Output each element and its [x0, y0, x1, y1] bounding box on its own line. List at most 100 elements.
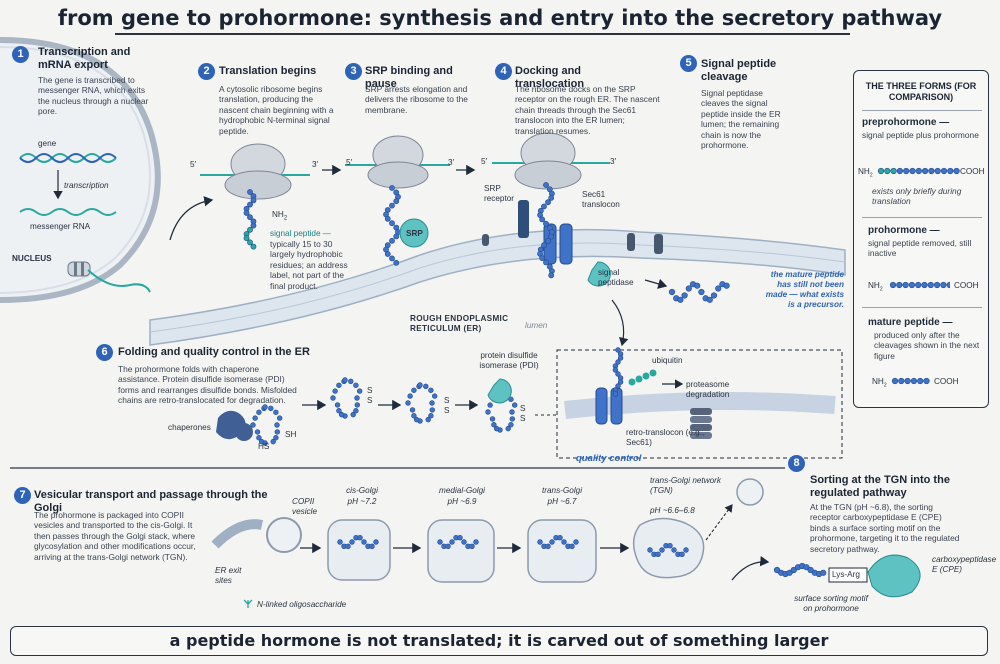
gene-label: gene	[38, 139, 57, 148]
step-1-text: The gene is transcribed to messenger RNA…	[38, 75, 149, 117]
step-3-text: SRP arrests elongation and delivers the …	[365, 84, 468, 115]
step-7-text: The prohormone is packaged into COPII ve…	[34, 510, 196, 562]
trans-golgi-ph: pH ~6.7	[547, 497, 577, 506]
mrna-label: messenger RNA	[30, 222, 91, 231]
form-mature-name: mature peptide —	[868, 317, 953, 328]
s-label-5: S	[520, 404, 526, 413]
nascent-chain-step2	[243, 189, 257, 250]
nuclear-pore	[67, 261, 91, 277]
step-6-number: 6	[96, 344, 113, 361]
ribosome-step3	[345, 135, 450, 189]
cpe-label: carboxypeptidase E (CPE)	[932, 555, 997, 574]
prohormone-beads	[889, 281, 950, 289]
trans-golgi-label: trans-Golgi	[541, 486, 583, 495]
chaperone-shape	[216, 410, 253, 441]
mrna-strand	[19, 208, 117, 216]
exported-mrna	[87, 269, 151, 293]
form-preprohormone-cterm: COOH	[960, 167, 985, 176]
form-preprohormone-desc: signal peptide plus prohormone	[862, 130, 979, 140]
sec61-label: Sec61 translocon	[582, 190, 620, 209]
title-underline	[115, 33, 850, 35]
s-label-6: S	[520, 414, 526, 423]
s-label-2: S	[367, 396, 373, 405]
srp-particle	[399, 218, 429, 248]
step-8-text: At the TGN (pH ~6.8), the sorting recept…	[810, 502, 960, 554]
step-8-number: 8	[788, 455, 805, 472]
step-5-text: Signal peptidase cleaves the signal pept…	[701, 88, 781, 151]
step-4-heading: Docking and translocation	[515, 65, 585, 90]
pdi-label: protein disulfide isomerase (PDI)	[479, 351, 539, 370]
step-2-text: A cytosolic ribosome begins translation,…	[219, 84, 334, 136]
cis-golgi-label: cis-Golgi	[346, 486, 378, 495]
form-mature-nterm: NH2	[872, 377, 887, 389]
form-preprohormone-name: preprohormone —	[862, 117, 950, 128]
prohormone-chain	[668, 281, 730, 303]
nucleus-envelope	[0, 37, 161, 303]
quality-control-label: quality control	[576, 453, 642, 464]
panel-title: THE THREE FORMS (FOR COMPARISON)	[865, 81, 977, 102]
step-5-number: 5	[680, 55, 697, 72]
lys-arg-label: Lys-Arg	[832, 570, 860, 579]
form-prohormone-name: prohormone —	[868, 225, 940, 236]
copii-vesicle-shape	[266, 517, 302, 553]
form-prohormone-desc: signal peptide removed, still inactive	[868, 238, 972, 259]
step-7-heading: Vesicular transport and passage through …	[34, 489, 268, 514]
step-4-number: 4	[495, 63, 512, 80]
step-7-number: 7	[14, 487, 31, 504]
lumen-label: lumen	[525, 321, 548, 330]
mature-beads	[891, 377, 930, 385]
oligo-legend-label: N-linked oligosaccharide	[257, 600, 347, 609]
nucleus-label: NUCLEUS	[12, 254, 52, 263]
preprohormone-beads	[877, 167, 960, 175]
step-2-heading: Translation begins	[219, 65, 317, 77]
step-6-heading: Folding and quality control in the ER	[118, 346, 310, 358]
step-5-heading: Signal peptide cleavage	[701, 58, 777, 83]
three-prime-4: 3′	[610, 157, 617, 166]
chaperones-label: chaperones	[168, 423, 211, 432]
misfolded-chain	[612, 347, 624, 397]
step-8-heading: Sorting at the TGN into the regulated pa…	[810, 474, 950, 499]
form-mature-cterm: COOH	[934, 377, 959, 386]
five-prime-3: 5′	[346, 158, 353, 167]
step-3-number: 3	[345, 63, 362, 80]
five-prime-2: 5′	[190, 160, 197, 169]
proteasome-shape	[690, 408, 712, 439]
er-exit-label: ER exit sites	[215, 566, 242, 585]
three-prime-3: 3′	[448, 158, 455, 167]
retro-translocon-shape	[595, 387, 623, 425]
tgn-ph: pH ~6.6–6.8	[650, 506, 695, 515]
mature-note: the mature peptide has still not been ma…	[765, 270, 844, 309]
s-label-4: S	[444, 406, 450, 415]
er-exit-membrane	[211, 519, 264, 549]
golgi-compartments	[327, 517, 705, 583]
quality-control-box	[556, 349, 843, 459]
step-1-number: 1	[12, 46, 29, 63]
cis-golgi-ph: pH ~7.2	[347, 497, 377, 506]
form-preprohormone-note: exists only briefly during translation	[872, 186, 962, 207]
form-prohormone-nterm: NH2	[868, 281, 883, 293]
step-6-text: The prohormone folds with chaperone assi…	[118, 364, 297, 406]
membrane-proteins	[482, 233, 663, 254]
medial-golgi-ph: pH ~6.9	[447, 497, 477, 506]
form-preprohormone-nterm: NH2	[858, 167, 873, 179]
s-label-3: S	[444, 396, 450, 405]
signal-peptide-desc: typically 15 to 30 largely hydrophobic r…	[270, 239, 348, 291]
step-1-heading: Transcription and mRNA export	[38, 46, 131, 71]
ubiquitin-chain	[628, 369, 657, 386]
retro-translocon-label: retro-translocon (e.g., Sec61)	[626, 428, 705, 447]
proteasome-label: proteasome degradation	[686, 380, 730, 399]
er-membrane	[149, 228, 846, 346]
step-2-number: 2	[198, 63, 215, 80]
sh-label: SH	[285, 430, 297, 439]
rough-er-label: ROUGH ENDOPLASMIC RETICULUM (ER)	[410, 314, 509, 333]
page-title: from gene to prohormone: synthesis and e…	[57, 6, 943, 30]
srp-receptor-shape	[518, 200, 529, 238]
dna-helix	[19, 153, 117, 163]
ribosome-step4	[492, 132, 610, 190]
srp-receptor-label: SRP receptor	[484, 184, 515, 203]
ribosome-step2	[200, 143, 310, 200]
signal-peptidase-label: signal peptidase	[598, 268, 634, 287]
three-prime-2: 3′	[312, 160, 319, 169]
